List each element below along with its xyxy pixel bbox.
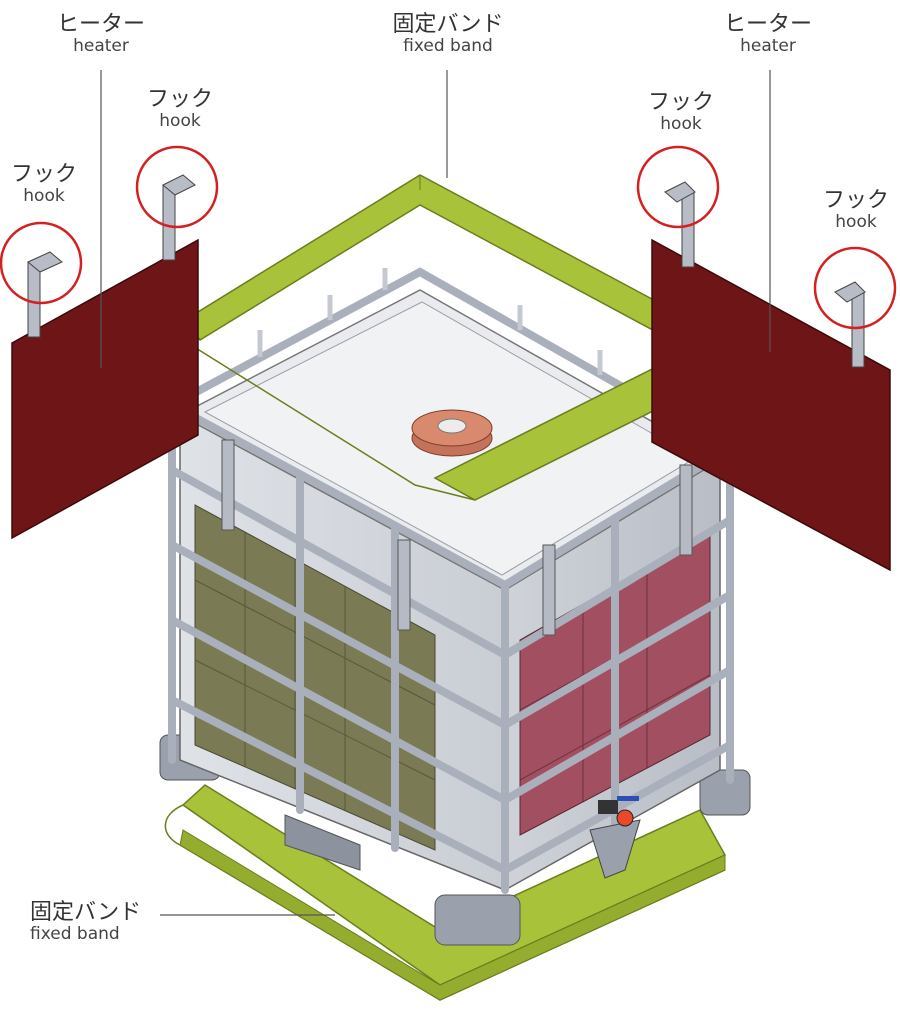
hook-right-outer — [834, 281, 866, 368]
hook-circle-4 — [813, 246, 897, 330]
label-hook-2: フック hook — [135, 87, 225, 132]
hook-circle-2 — [135, 145, 219, 229]
hook-right-inner — [664, 181, 696, 268]
hook-circle-3 — [636, 145, 720, 229]
heater-left-detached — [11, 238, 199, 540]
label-hook-4: フック hook — [812, 188, 900, 233]
label-hook-1: フック hook — [0, 162, 88, 207]
label-band-bottom-jp: 固定バンド — [30, 900, 142, 925]
cage-hook-brackets — [221, 439, 693, 636]
heater-right-detached — [651, 238, 891, 572]
label-hook-2-jp: フック — [146, 87, 213, 112]
label-hook-3: フック hook — [636, 90, 726, 135]
hook-left-outer — [27, 251, 63, 338]
tank-valve — [589, 796, 641, 879]
label-band-top: 固定バンド fixed band — [372, 12, 524, 57]
label-heater-left-en: heater — [73, 36, 129, 57]
label-hook-1-jp: フック — [10, 162, 77, 187]
label-hook-3-en: hook — [660, 114, 702, 135]
label-hook-4-jp: フック — [822, 188, 889, 213]
leader-lines — [100, 70, 771, 916]
label-hook-1-en: hook — [23, 186, 65, 207]
hook-callout-circles — [0, 145, 897, 330]
label-band-top-jp: 固定バンド — [392, 12, 504, 37]
label-heater-right: ヒーター heater — [712, 12, 824, 57]
label-hook-4-en: hook — [835, 212, 877, 233]
label-heater-right-jp: ヒーター — [723, 12, 812, 37]
label-heater-left: ヒーター heater — [45, 12, 157, 57]
tank-cap — [411, 409, 493, 457]
label-band-top-en: fixed band — [403, 36, 493, 57]
label-band-bottom-en: fixed band — [30, 924, 120, 945]
label-heater-right-en: heater — [740, 36, 796, 57]
hook-left-inner — [162, 174, 196, 261]
hook-circle-1 — [0, 221, 83, 305]
label-hook-2-en: hook — [159, 111, 201, 132]
label-hook-3-jp: フック — [647, 90, 714, 115]
label-band-bottom: 固定バンド fixed band — [30, 900, 160, 945]
label-heater-left-jp: ヒーター — [56, 12, 145, 37]
